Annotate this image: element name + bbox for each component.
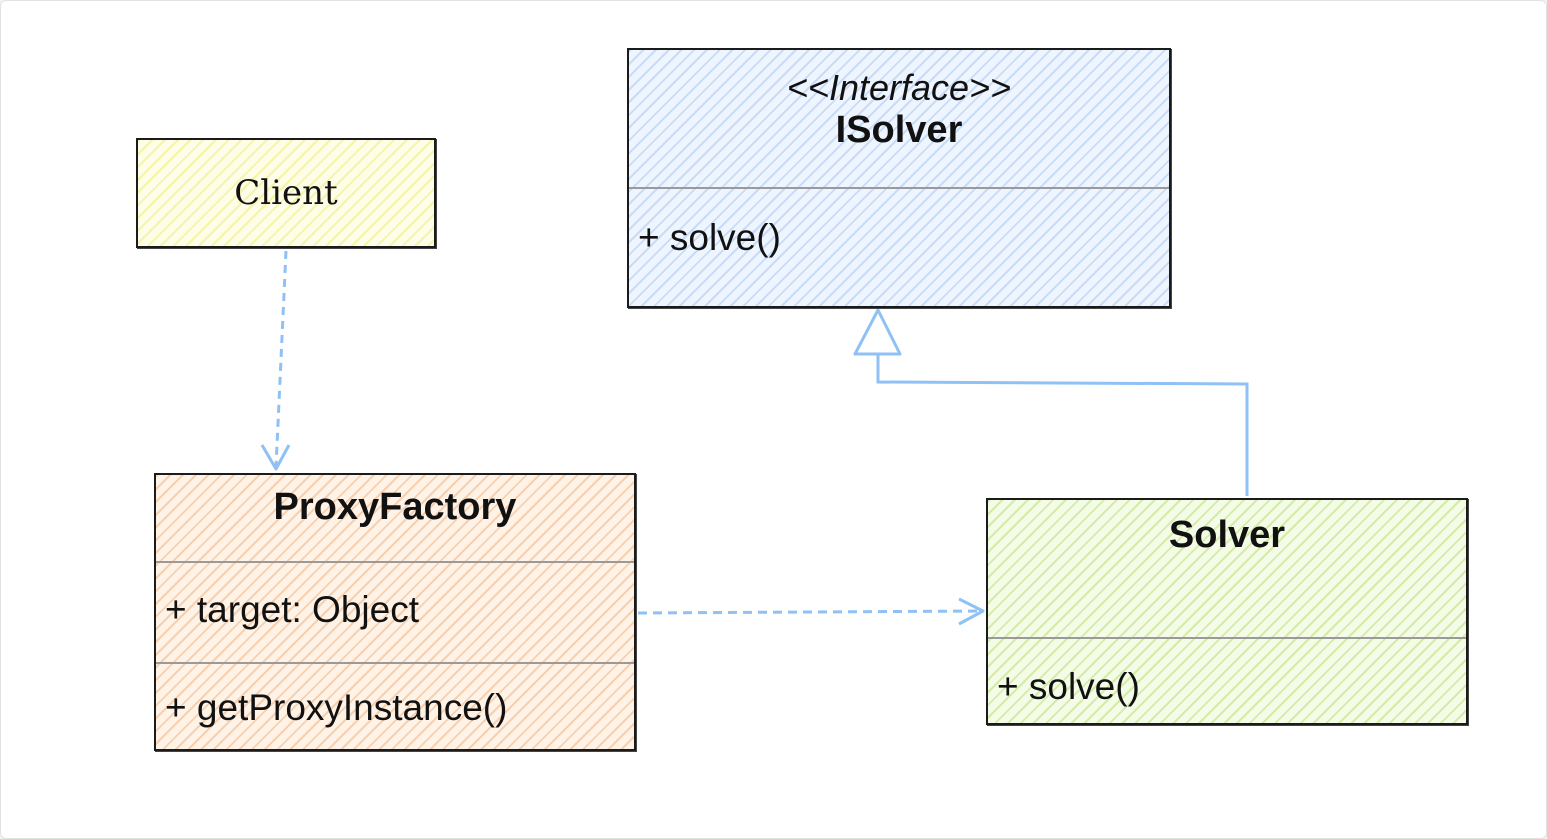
solver-to-isolver-realization <box>876 354 1249 496</box>
proxyfactory-operations: + getProxyInstance() <box>156 662 634 748</box>
proxyfactory-attribute-target: + target: Object <box>165 589 419 630</box>
isolver-operations: + solve() <box>629 187 1169 305</box>
solver-class-box[interactable]: Solver + solve() <box>986 498 1468 725</box>
realization-triangle-head <box>853 308 902 356</box>
proxyfactory-attributes: + target: Object <box>156 561 634 662</box>
isolver-stereotype: <<Interface>> <box>786 67 1012 108</box>
client-dependency-arrowhead <box>260 444 291 471</box>
solver-header: Solver <box>988 500 1466 637</box>
proxyfactory-class-box[interactable]: ProxyFactory + target: Object + getProxy… <box>154 473 636 751</box>
solver-name: Solver <box>1168 514 1286 556</box>
client-class-box[interactable]: Client <box>136 138 436 248</box>
proxyfactory-to-solver-dependency <box>637 609 983 615</box>
solver-dependency-arrowhead <box>958 597 985 626</box>
isolver-operation-solve: + solve() <box>638 217 781 258</box>
isolver-name: ISolver <box>835 109 963 151</box>
client-class-name: Client <box>234 173 338 213</box>
solver-operations: + solve() <box>988 637 1466 722</box>
isolver-interface-box[interactable]: <<Interface>> ISolver + solve() <box>627 48 1171 308</box>
client-to-proxyfactory-dependency <box>274 250 288 468</box>
proxyfactory-name: ProxyFactory <box>273 486 517 528</box>
solver-operation-solve: + solve() <box>997 666 1140 707</box>
isolver-header: <<Interface>> ISolver <box>629 50 1169 187</box>
proxyfactory-operation-getproxyinstance: + getProxyInstance() <box>165 687 508 728</box>
proxyfactory-header: ProxyFactory <box>156 475 634 561</box>
